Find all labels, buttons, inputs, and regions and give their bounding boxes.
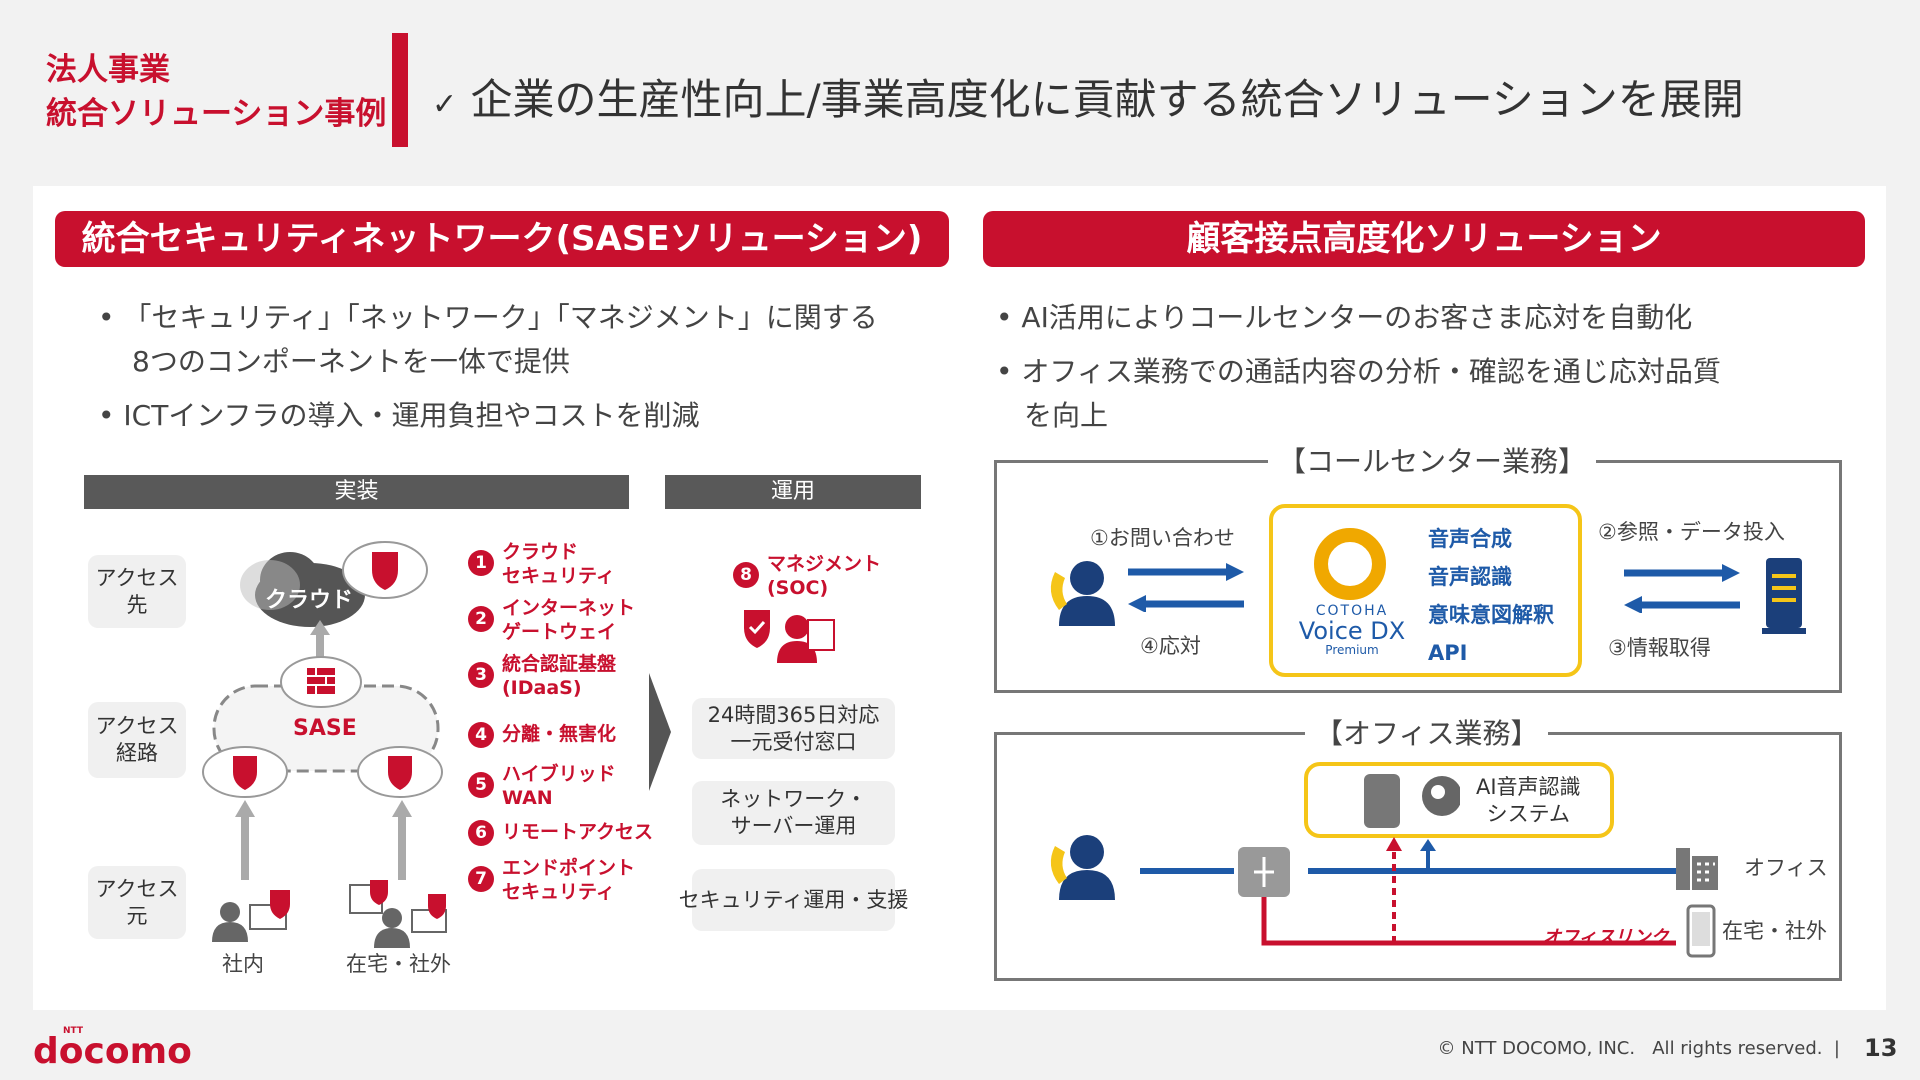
office-phone-icon <box>1676 848 1718 890</box>
ops-security: セキュリティ運用・支援 <box>679 869 908 931</box>
reference-label: ②参照・データ投入 <box>1598 520 1785 544</box>
category-label: 法人事業統合ソリューション事例 <box>46 52 387 132</box>
copyright: © NTT DOCOMO, INC. All rights reserved. … <box>1437 1038 1840 1059</box>
chevron-right-icon <box>649 673 671 791</box>
caller-icon <box>1050 835 1115 900</box>
soc-operator-icon <box>744 610 835 663</box>
info-label: ③情報取得 <box>1608 636 1711 660</box>
office-line-diagram <box>1140 837 1690 946</box>
ai-system-label: AI音声認識 システム <box>1476 775 1581 826</box>
sase-heading: 統合セキュリティネットワーク(SASEソリューション) <box>55 211 949 267</box>
office-label: 【オフィス業務】 <box>1305 712 1549 752</box>
page-title: ✓ 企業の生産性向上/事業高度化に貢献する統合ソリューションを展開 <box>432 75 1744 124</box>
access-route: アクセス 経路 <box>88 702 186 778</box>
arrow-up-icon <box>392 800 412 880</box>
page-number: 13 <box>1864 1034 1898 1062</box>
mobile-phone-icon <box>1686 904 1716 958</box>
cx-heading: 顧客接点高度化ソリューション <box>983 211 1865 267</box>
caller-icon <box>1050 561 1115 626</box>
cotoha-box <box>1269 504 1582 677</box>
callcenter-label: 【コールセンター業務】 <box>1268 440 1597 480</box>
right-bullets: • AI活用によりコールセンターのお客さま応対を自動化 • オフィス業務での通話… <box>996 301 1721 432</box>
arrow-up-icon <box>235 800 255 880</box>
exchange-arrows-icon <box>1128 563 1244 612</box>
exchange-arrows-icon <box>1624 564 1740 613</box>
remote-user-icon <box>349 880 447 948</box>
shield-cloud-icon <box>342 541 428 599</box>
ai-system-box <box>1304 762 1614 838</box>
ops-network-server: ネットワーク・ サーバー運用 <box>692 781 895 845</box>
ops-bar: 運用 <box>665 475 921 509</box>
sase-diagram <box>202 541 447 948</box>
check-icon: ✓ <box>432 87 458 122</box>
ops-helpdesk: 24時間365日対応 一元受付窓口 <box>692 698 895 759</box>
title-divider <box>392 33 408 147</box>
response-label: ④応対 <box>1140 634 1201 658</box>
office-dest-label: オフィス <box>1744 856 1828 880</box>
arrow-up-icon <box>310 620 330 660</box>
storage-icon <box>1364 774 1400 828</box>
ai-system-icons <box>1364 774 1460 828</box>
officelink-logo: オフィスリンク <box>1543 927 1669 948</box>
shield-cloud-icon <box>357 746 443 798</box>
firewall-cloud-icon <box>280 656 362 708</box>
database-server-icon <box>1762 558 1806 634</box>
source-office: 社内 <box>222 952 264 976</box>
cotoha-logo <box>1314 528 1386 600</box>
impl-bar: 実装 <box>84 475 629 509</box>
source-remote: 在宅・社外 <box>346 952 451 976</box>
sase-label: SASE <box>293 716 357 741</box>
access-source: アクセス 元 <box>88 866 186 939</box>
office-user-icon <box>212 890 290 942</box>
remote-dest-label: 在宅・社外 <box>1722 919 1827 943</box>
shield-cloud-icon <box>202 746 288 798</box>
cloud-label: クラウド <box>265 588 354 613</box>
access-destination: アクセス 先 <box>88 555 186 628</box>
inquiry-label: ①お問い合わせ <box>1090 526 1235 550</box>
left-bullets: • 「セキュリティ」「ネットワーク」「マネジメント」に関する 8つのコンポーネン… <box>98 301 878 432</box>
cloud-icon <box>240 552 365 627</box>
